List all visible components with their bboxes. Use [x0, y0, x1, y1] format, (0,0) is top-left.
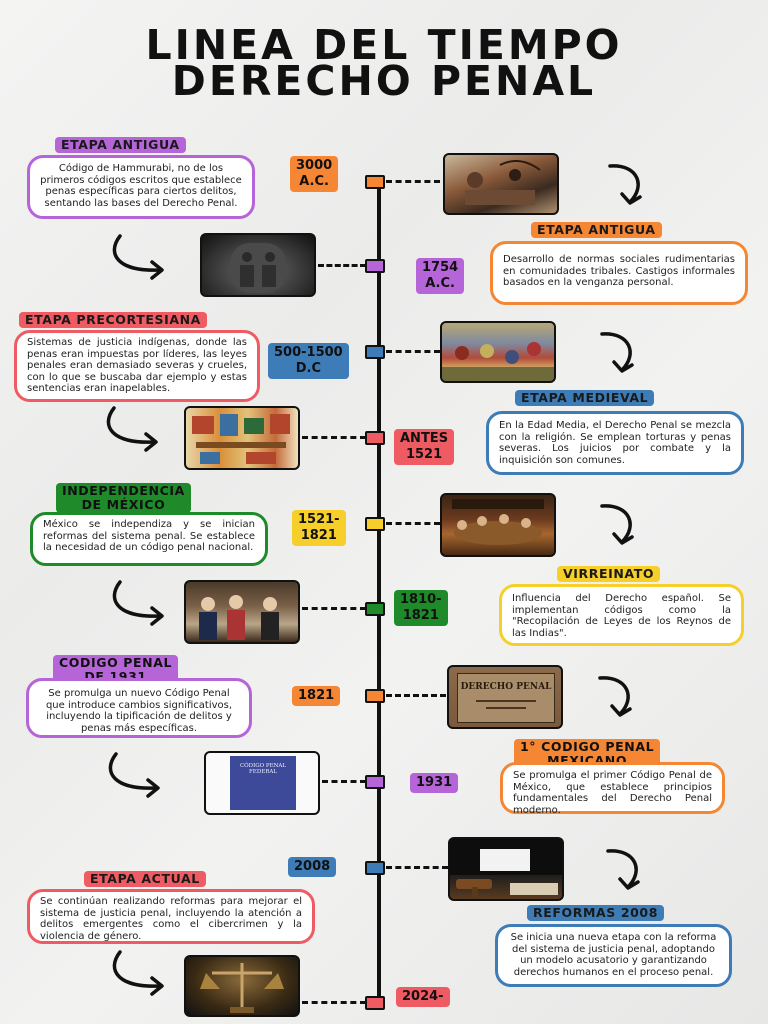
timeline-marker [365, 517, 385, 531]
medieval-painting-illustration [442, 342, 554, 381]
label-etapa-antigua: ETAPA ANTIGUA [55, 137, 186, 153]
book-small-lines [486, 707, 526, 709]
curved-arrow-icon [112, 580, 164, 626]
curved-arrow-icon [112, 234, 164, 280]
timeline-marker [365, 431, 385, 445]
page-title-line1: LINEA DEL TIEMPO [145, 21, 623, 69]
date-1810-1821: 1810- 1821 [394, 590, 448, 626]
connector-dash [302, 1001, 366, 1004]
timeline-marker [365, 996, 385, 1010]
date-3000-ac: 3000 A.C. [290, 156, 339, 192]
label-reformas-2008: REFORMAS 2008 [527, 905, 665, 921]
timeline-marker [365, 345, 385, 359]
battle-scene-image [443, 153, 559, 215]
connector-dash [386, 866, 448, 869]
connector-dash [386, 522, 440, 525]
curved-arrow-icon [606, 849, 640, 890]
label-etapa-antigua: ETAPA ANTIGUA [531, 222, 662, 238]
text-box: México se independiza y se inician refor… [30, 512, 268, 566]
text-box: Se promulga el primer Código Penal de Mé… [500, 762, 725, 816]
date-antes-1521: ANTES 1521 [394, 429, 455, 465]
connector-dash [386, 350, 440, 353]
label-etapa-actual: ETAPA ACTUAL [84, 871, 206, 887]
timeline-marker [365, 259, 385, 273]
medieval-painting-image [440, 321, 556, 383]
book-title-line2: FEDERAL [248, 769, 278, 775]
independence-heroes-image [184, 580, 300, 644]
curved-arrow-icon [600, 332, 634, 373]
connector-dash [322, 780, 366, 783]
codigo-federal-book-image: CÓDIGO PENAL FEDERAL [204, 751, 320, 815]
timeline-marker [365, 689, 385, 703]
date-2008: 2008 [288, 857, 337, 877]
justice-statue-image [184, 955, 300, 1017]
text-box: Sistemas de justicia indígenas, donde la… [14, 330, 260, 402]
date-2024: 2024- [396, 987, 450, 1007]
judge-gavel-image [448, 837, 564, 901]
connector-dash [302, 436, 366, 439]
label-independencia-de-mexico: INDEPENDENCIA DE MÉXICO [56, 483, 191, 513]
text-box: Se inicia una nueva etapa con la reforma… [495, 924, 732, 987]
timeline-marker [365, 775, 385, 789]
curved-arrow-icon [600, 504, 634, 545]
curved-arrow-icon [106, 406, 158, 452]
heroes-illustration [199, 595, 279, 640]
date-1521-1821: 1521- 1821 [292, 510, 346, 546]
curved-arrow-icon [112, 950, 164, 996]
text-box: En la Edad Media, el Derecho Penal se me… [486, 411, 744, 475]
book-cover-panel: DERECHO PENAL [457, 673, 555, 723]
text-box: Desarrollo de normas sociales rudimentar… [490, 241, 748, 305]
timeline-marker [365, 175, 385, 189]
connector-dash [302, 607, 366, 610]
book-title-line1: CÓDIGO PENAL [239, 763, 287, 769]
page-title-line2: DERECHO PENAL [171, 57, 597, 105]
justice-statue-illustration [200, 963, 284, 1013]
label-etapa-precortesiana: ETAPA PRECORTESIANA [19, 312, 207, 328]
curved-arrow-icon [598, 676, 632, 717]
stele-carving [230, 243, 286, 293]
connector-dash [386, 694, 446, 697]
book-small-lines [476, 700, 536, 702]
blue-book-cover: CÓDIGO PENAL FEDERAL [230, 756, 296, 810]
battle-scene-illustration [465, 160, 541, 205]
date-1754-ac: 1754 A.C. [416, 258, 465, 294]
timeline-spine [377, 181, 381, 1004]
date-1821: 1821 [292, 686, 341, 706]
aztec-codex-image [184, 406, 300, 470]
gavel-illustration [450, 839, 562, 897]
curved-arrow-icon [608, 164, 642, 205]
codex-glyphs [192, 414, 290, 464]
label-etapa-medieval: ETAPA MEDIEVAL [515, 390, 655, 406]
connector-dash [318, 264, 366, 267]
book-title: DERECHO PENAL [460, 682, 552, 692]
text-box: Influencia del Derecho español. Se imple… [499, 584, 744, 646]
curved-arrow-icon [108, 752, 160, 798]
timeline-marker [365, 602, 385, 616]
hammurabi-stele-image [200, 233, 316, 297]
label-virreinato: VIRREINATO [557, 566, 661, 582]
text-box: Se promulga un nuevo Código Penal que in… [26, 678, 252, 738]
connector-dash [386, 180, 440, 183]
council-illustration [452, 499, 544, 545]
old-book-image: DERECHO PENAL [447, 665, 563, 729]
text-box: Código de Hammurabi, no de los primeros … [27, 155, 255, 219]
text-box: Se continúan realizando reformas para me… [27, 889, 315, 944]
date-500-1500-dc: 500-1500 D.C [268, 343, 349, 379]
colonial-council-image [440, 493, 556, 557]
date-1931: 1931 [410, 773, 459, 793]
timeline-marker [365, 861, 385, 875]
